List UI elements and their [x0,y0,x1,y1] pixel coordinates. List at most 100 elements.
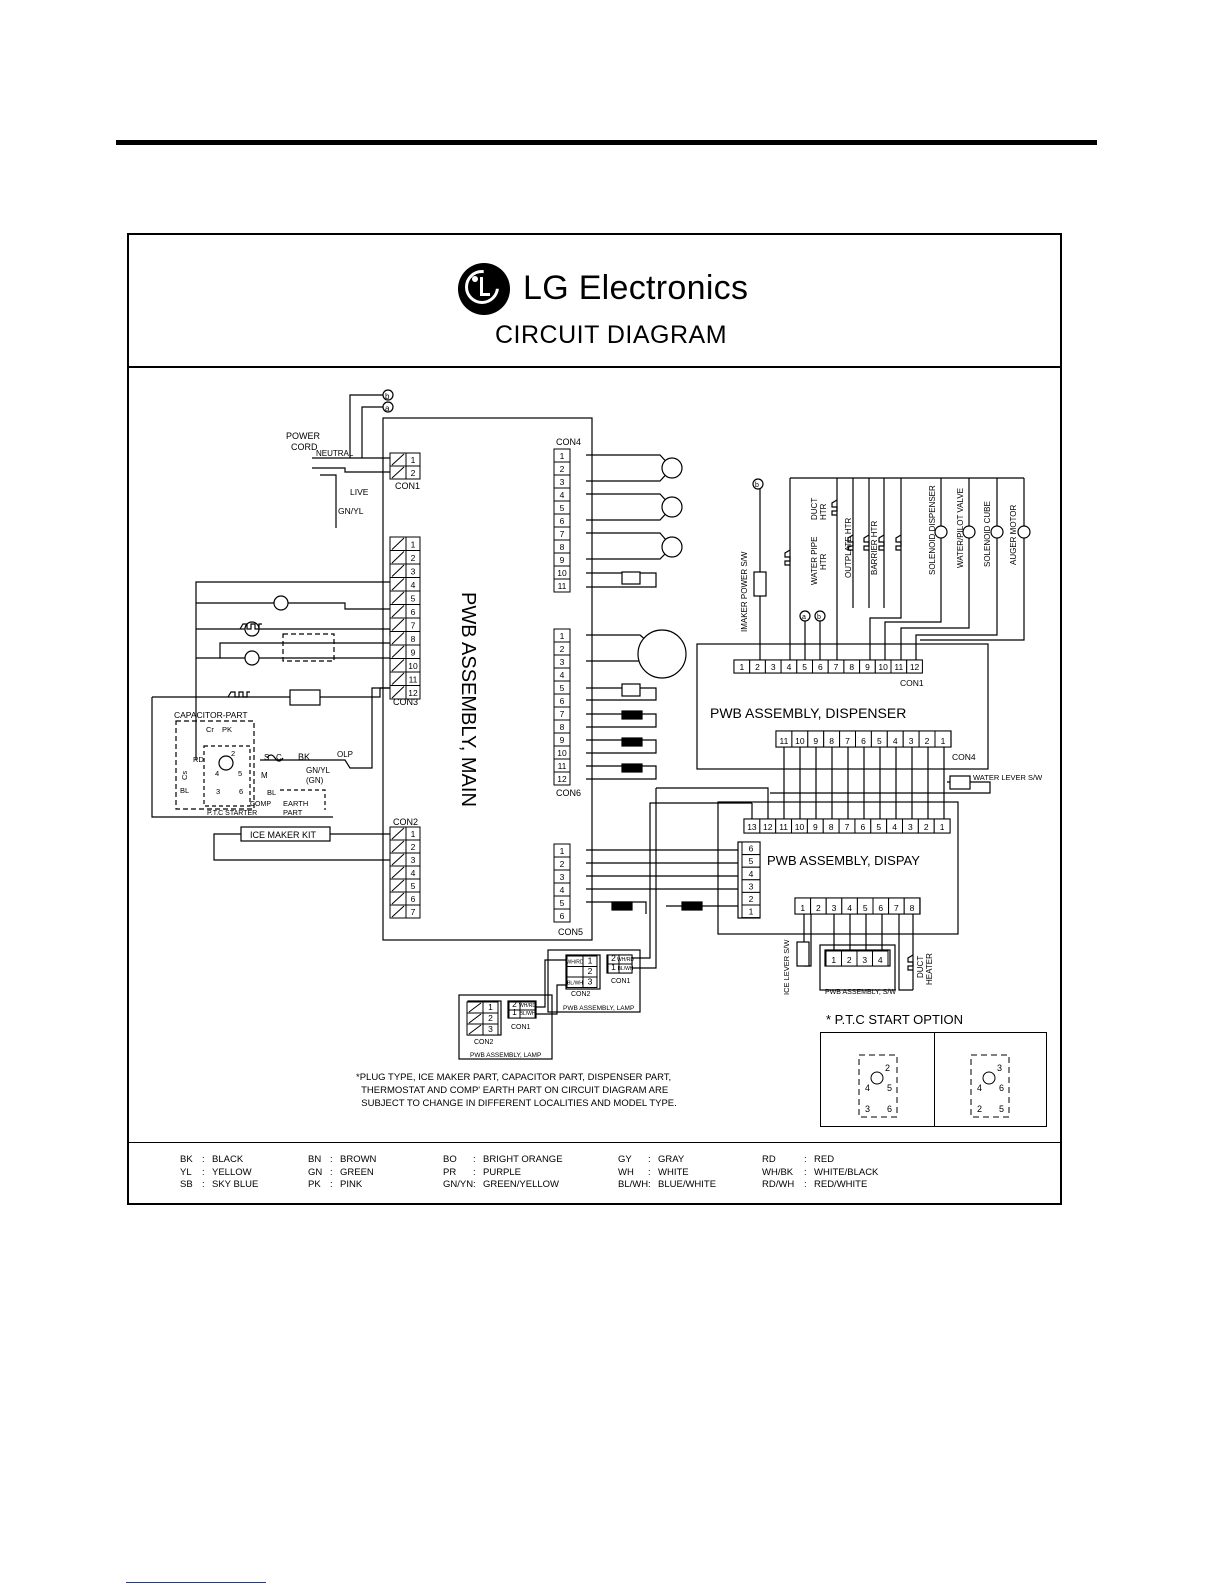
footnote: *PLUG TYPE, ICE MAKER PART, CAPACITOR PA… [356,1072,677,1109]
valve-symbol-3 [990,525,1004,539]
legend-name: WHITE/BLACK [814,1166,879,1178]
legend-code: RD/WH [762,1179,795,1190]
tap-a-symbol-dispenser [799,610,811,622]
tap-b-symbol [382,389,394,401]
legend-separator: : [804,1154,807,1165]
ptc-pin-3: 3 [216,787,220,796]
switch-con4 [621,571,641,585]
ptc-pin-2: 2 [231,749,235,758]
tap-b-symbol-dispenser [752,478,764,490]
legend-code: BK [180,1154,193,1165]
main-con2-pin: 5 [411,881,416,891]
legend-name: BRIGHT ORANGE [483,1154,563,1165]
main-con3-pin: 8 [411,634,416,644]
main-con2-pin: 2 [411,842,416,852]
neutral-label: NEUTRAL [316,449,354,458]
display-top-pin: 8 [829,822,834,832]
ptc-right-p2: 4 [977,1083,982,1093]
m-label: M [261,771,268,780]
con2-label: CON2 [393,817,418,827]
legend-separator: : [473,1154,476,1165]
legend-name: BLACK [212,1154,244,1165]
main-con6-pin: 5 [560,683,565,693]
legend-code: GN [308,1166,323,1178]
dispenser-con4-pin: 5 [877,736,882,746]
header-divider [129,366,1060,368]
main-con3-pin: 11 [409,675,418,685]
comp-label: COMP [250,801,271,808]
main-con4-pin: 4 [560,490,565,500]
main-con1-pin: 2 [411,468,416,478]
ptc-option-title: * P.T.C START OPTION [826,1012,964,1027]
solenoid-cube-label: SOLENOID CUBE [983,501,992,567]
sw-board-label: PWB ASSEMBLY, S/W [825,989,896,996]
legend-code: GY [618,1154,632,1165]
dispenser-con1-pin: 3 [771,662,776,672]
lamp1-con1-color-pin: WH/RD [617,957,634,963]
legend-separator: : [804,1179,807,1190]
lamp-con2-label-1: CON2 [571,991,591,998]
main-con3-pin: 1 [411,540,416,550]
water-pipe-htr-label-2: HTR [819,553,828,570]
valve-symbol-1 [934,525,948,539]
valve-symbol-2 [962,525,976,539]
lamp1-con1-color-pin: BL/WH [618,966,634,972]
legend-entry: BL/WH:BLUE/WHITE [618,1179,716,1192]
dispenser-con4-pin: 1 [941,736,946,746]
bk-label: BK [298,752,310,762]
legend-separator: : [202,1166,205,1178]
main-con2-pin: 1 [411,829,416,839]
cr-label: Cr [206,725,214,734]
legend-entry: BO:BRIGHT ORANGE [443,1154,563,1167]
main-con3-pin: 12 [408,688,418,698]
legend-name: PINK [340,1179,363,1190]
legend-code: YL [180,1166,192,1178]
lamp1-con2-pin: 2 [588,966,593,976]
main-con1-pin: 1 [411,455,416,465]
legend-name: PURPLE [483,1166,522,1178]
dispenser-con4-pin: 11 [780,736,789,746]
display-top-pin: 1 [940,822,945,832]
display-top-pin: 10 [795,822,805,832]
disp-tap-b-label: b [755,482,759,489]
dispenser-con4-pin: 4 [893,736,898,746]
con4-label: CON4 [556,437,581,447]
sw-board-pin: 3 [862,955,867,965]
legend-entry: GY:GRAY [618,1154,716,1167]
dispenser-con1-pin: 4 [787,662,792,672]
fuse-4 [611,901,633,911]
lamp-con2-label-2: CON2 [474,1039,494,1046]
display-top-pin: 2 [924,822,929,832]
olp-label: OLP [337,750,353,759]
lamp1-con1-color-cell [618,963,633,974]
con3-label: CON3 [393,697,418,707]
dispenser-con4-pin: 7 [845,736,850,746]
ice-maker-kit-label: ICE MAKER KIT [250,830,317,840]
ice-lever-switch [796,941,810,967]
brand-name: LG Electronics [523,269,749,307]
lamp2-con1-color-pin: WH/RD [519,1003,536,1009]
display-top-pin: 4 [892,822,897,832]
lamp2-con2-pin: 3 [488,1024,493,1034]
dispenser-con1-pin: 1 [739,662,744,672]
legend-entry: YL:YELLOW [180,1167,258,1180]
lamp1-con2-pin: 3 [588,977,593,987]
main-con2-pin: 4 [411,868,416,878]
ptc-pin-6: 6 [239,787,243,796]
dispenser-con1-pin: 7 [834,662,839,672]
ptc-left-p2: 4 [865,1083,870,1093]
water-lever-switch [949,775,971,790]
ptc-left-p1: 2 [885,1063,890,1073]
ptc-option-diagrams: 2 4 5 3 6 3 4 6 2 5 [858,1054,1010,1118]
lamp2-con1-color-pin: BL/WH [520,1011,536,1017]
power-cord-label-2: CORD [291,442,318,452]
main-con3-pin: 10 [408,661,418,671]
display-bottom-pin: 6 [878,903,883,913]
lamp2-con2-pin: 2 [488,1013,493,1023]
dispenser-board-outline [696,643,989,770]
earth-label-2: PART [283,808,303,817]
switch-con6 [621,683,641,697]
display-left-pin: 4 [749,869,754,879]
legend-separator: : [202,1179,205,1190]
lamp-con1-label-2: CON1 [511,1024,531,1031]
